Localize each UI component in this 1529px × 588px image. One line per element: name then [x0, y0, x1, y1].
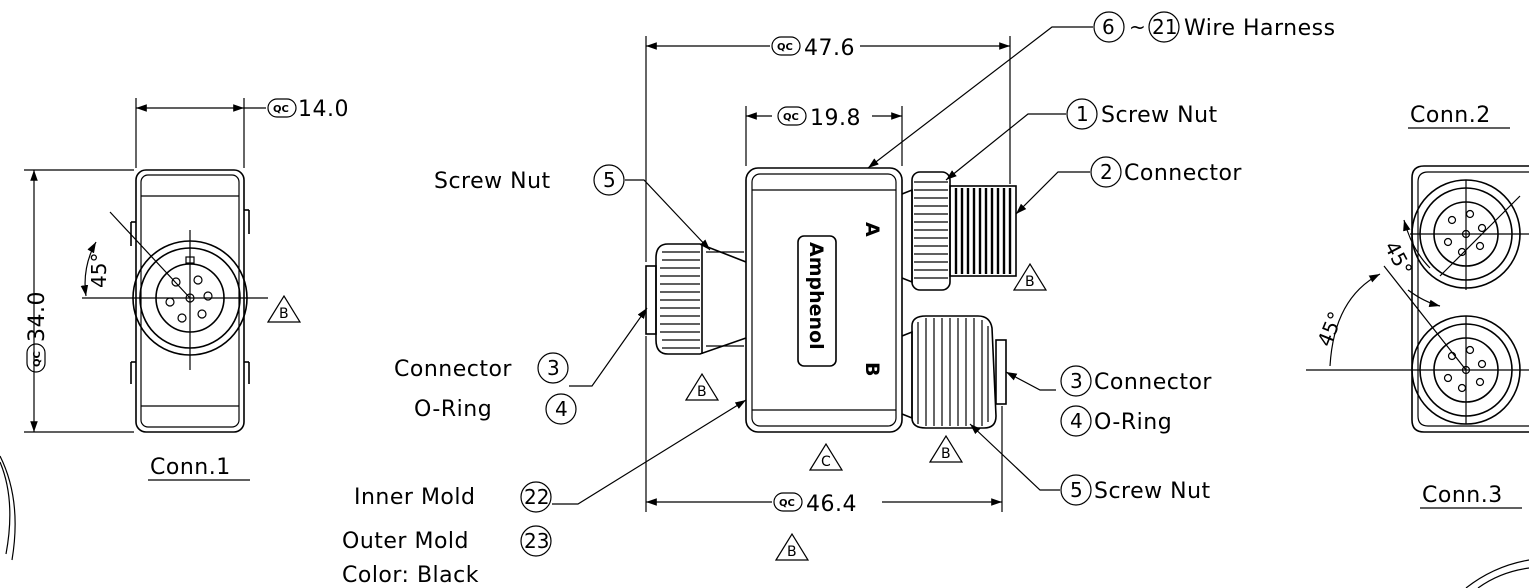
svg-text:QC: QC [32, 351, 43, 367]
svg-text:34.0: 34.0 [25, 291, 50, 342]
svg-text:Screw Nut: Screw Nut [434, 169, 551, 194]
svg-text:19.8: 19.8 [810, 106, 861, 131]
svg-text:QC: QC [273, 104, 289, 115]
brand-plate [797, 235, 837, 367]
callout-color: Color: Black [342, 563, 479, 588]
callout-outer-mold: Outer Mold 23 [342, 525, 552, 557]
conn3-angle-label: 45° [1312, 308, 1348, 350]
main-marker-b-left: B [684, 372, 720, 401]
svg-text:Wire Harness: Wire Harness [1184, 16, 1336, 41]
left-screw-nut [655, 243, 747, 355]
port-b-label: B [861, 362, 883, 376]
conn1-body [135, 169, 245, 433]
svg-text:6: 6 [1102, 15, 1115, 39]
callout-connector-3-left: Connector 3 [394, 307, 648, 387]
svg-text:Outer Mold: Outer Mold [342, 529, 469, 554]
svg-text:2: 2 [1100, 160, 1113, 184]
callout-connector-2: 2 Connector [1015, 156, 1242, 215]
conn2-face [1410, 179, 1529, 290]
main-view: Amphenol A B [342, 11, 1336, 588]
frame-arc-right [1465, 559, 1529, 588]
dimension-46-4: QC 46.4 [772, 492, 882, 517]
y-splitter-body [745, 167, 903, 433]
svg-text:~: ~ [1129, 15, 1146, 39]
svg-text:47.6: 47.6 [804, 36, 855, 61]
brand-label: Amphenol [805, 242, 827, 350]
conn1-body-inner [140, 174, 240, 428]
conn2-title: Conn.2 [1410, 103, 1491, 128]
svg-text:23: 23 [524, 529, 549, 553]
conn1-title: Conn.1 [150, 455, 231, 480]
svg-text:22: 22 [524, 485, 549, 509]
conn1-view: 45° QC 14.0 QC 34.0 B Conn.1 [24, 97, 349, 481]
main-marker-c: C [808, 442, 844, 471]
svg-text:4: 4 [555, 397, 568, 421]
svg-text:QC: QC [779, 498, 795, 509]
conn1-marker-b: B [266, 294, 302, 323]
svg-text:1: 1 [1076, 102, 1089, 126]
callout-connector-3-right: 3 Connector [1005, 365, 1212, 397]
svg-text:O-Ring: O-Ring [414, 397, 492, 422]
svg-text:Inner Mold: Inner Mold [354, 485, 475, 510]
svg-text:5: 5 [603, 168, 616, 192]
svg-text:Connector: Connector [1124, 161, 1242, 186]
callout-inner-mold: Inner Mold 22 [354, 399, 747, 513]
dimension-19-8: QC 19.8 [772, 106, 872, 131]
svg-text:5: 5 [1070, 478, 1083, 502]
conn1-height-dimension: QC 34.0 [25, 291, 50, 373]
svg-text:Screw Nut: Screw Nut [1101, 103, 1218, 128]
callout-wire-harness: 6 ~ 21 Wire Harness [867, 11, 1336, 169]
svg-text:14.0: 14.0 [298, 97, 349, 122]
callout-screw-nut-1: 1 Screw Nut [945, 98, 1218, 181]
svg-text:46.4: 46.4 [806, 492, 857, 517]
right-top-screw-nut [901, 171, 951, 291]
svg-text:QC: QC [777, 42, 793, 53]
svg-text:B: B [941, 446, 951, 462]
port-a-label: A [861, 222, 883, 237]
conn1-face [82, 211, 268, 370]
svg-text:C: C [821, 454, 831, 470]
dimension-47-6: QC 47.6 [770, 36, 860, 61]
callout-oring-4-left: O-Ring 4 [414, 393, 577, 425]
callout-screw-nut-5-right: 5 Screw Nut [969, 423, 1211, 506]
left-connector [645, 265, 657, 335]
svg-text:B: B [697, 384, 707, 400]
conn3-title: Conn.3 [1422, 483, 1503, 508]
svg-text:3: 3 [547, 356, 560, 380]
svg-text:3: 3 [1070, 369, 1083, 393]
main-marker-b-right-bottom: B [928, 434, 964, 463]
svg-text:QC: QC [783, 112, 799, 123]
conn3-face [1306, 265, 1529, 425]
main-marker-b-bottom: B [774, 532, 810, 561]
svg-text:4: 4 [1070, 409, 1083, 433]
conn1-width-dimension: QC 14.0 [267, 97, 349, 122]
svg-text:21: 21 [1152, 15, 1177, 39]
conn2-conn3-view: Conn.2 Conn.3 [1306, 103, 1529, 509]
svg-text:Connector: Connector [1094, 370, 1212, 395]
frame-arc-left [0, 455, 16, 561]
conn1-angle-label: 45° [87, 253, 111, 288]
svg-text:O-Ring: O-Ring [1094, 410, 1172, 435]
svg-text:B: B [279, 306, 289, 322]
svg-text:Connector: Connector [394, 357, 512, 382]
right-bottom-connector [995, 339, 1007, 405]
svg-text:B: B [1025, 274, 1035, 290]
main-marker-b-right-top: B [1012, 262, 1048, 291]
callout-screw-nut-5-left: Screw Nut 5 [434, 164, 711, 251]
svg-text:B: B [787, 544, 797, 560]
callout-oring-4-right: 4 O-Ring [1060, 405, 1172, 437]
right-top-connector [949, 185, 1017, 277]
right-bottom-screw-nut [901, 315, 997, 429]
svg-text:Screw Nut: Screw Nut [1094, 479, 1211, 504]
